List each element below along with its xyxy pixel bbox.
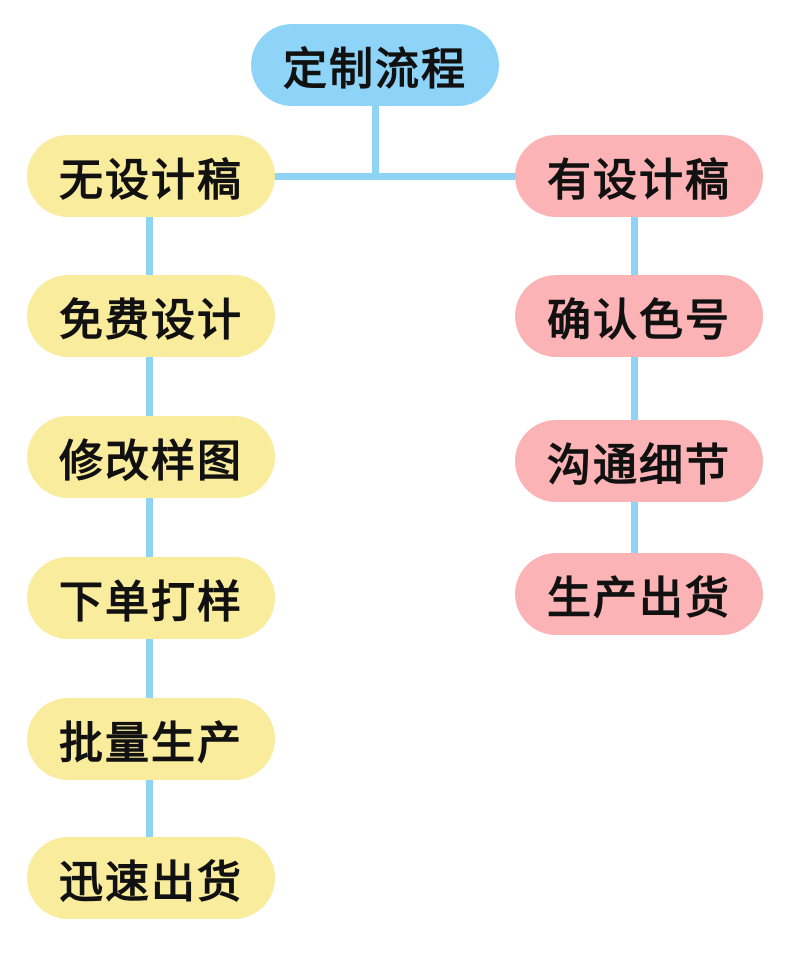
left-step-revise-sample: 修改样图 bbox=[27, 416, 275, 498]
branch-horizontal-connector bbox=[272, 173, 518, 180]
root-node-label: 定制流程 bbox=[283, 44, 467, 95]
root-stem-connector bbox=[372, 104, 379, 180]
right-step-label: 确认色号 bbox=[547, 295, 731, 346]
right-step-has-design: 有设计稿 bbox=[515, 135, 763, 217]
right-step-label: 沟通细节 bbox=[547, 440, 731, 491]
left-step-fast-shipping: 迅速出货 bbox=[27, 837, 275, 919]
left-step-mass-production: 批量生产 bbox=[27, 698, 275, 780]
left-branch-connector bbox=[146, 215, 153, 837]
right-step-confirm-color: 确认色号 bbox=[515, 275, 763, 357]
right-step-discuss-details: 沟通细节 bbox=[515, 420, 763, 502]
right-step-produce-ship: 生产出货 bbox=[515, 553, 763, 635]
root-node-custom-process: 定制流程 bbox=[251, 24, 499, 106]
right-step-label: 生产出货 bbox=[547, 573, 731, 624]
left-step-label: 修改样图 bbox=[59, 436, 243, 487]
left-step-order-sample: 下单打样 bbox=[27, 557, 275, 639]
left-step-free-design: 免费设计 bbox=[27, 275, 275, 357]
left-step-no-design: 无设计稿 bbox=[27, 135, 275, 217]
right-branch-connector bbox=[631, 215, 638, 555]
right-step-label: 有设计稿 bbox=[547, 155, 731, 206]
left-step-label: 迅速出货 bbox=[59, 857, 243, 908]
left-step-label: 免费设计 bbox=[59, 295, 243, 346]
left-step-label: 下单打样 bbox=[59, 577, 243, 628]
left-step-label: 无设计稿 bbox=[59, 155, 243, 206]
left-step-label: 批量生产 bbox=[59, 718, 243, 769]
